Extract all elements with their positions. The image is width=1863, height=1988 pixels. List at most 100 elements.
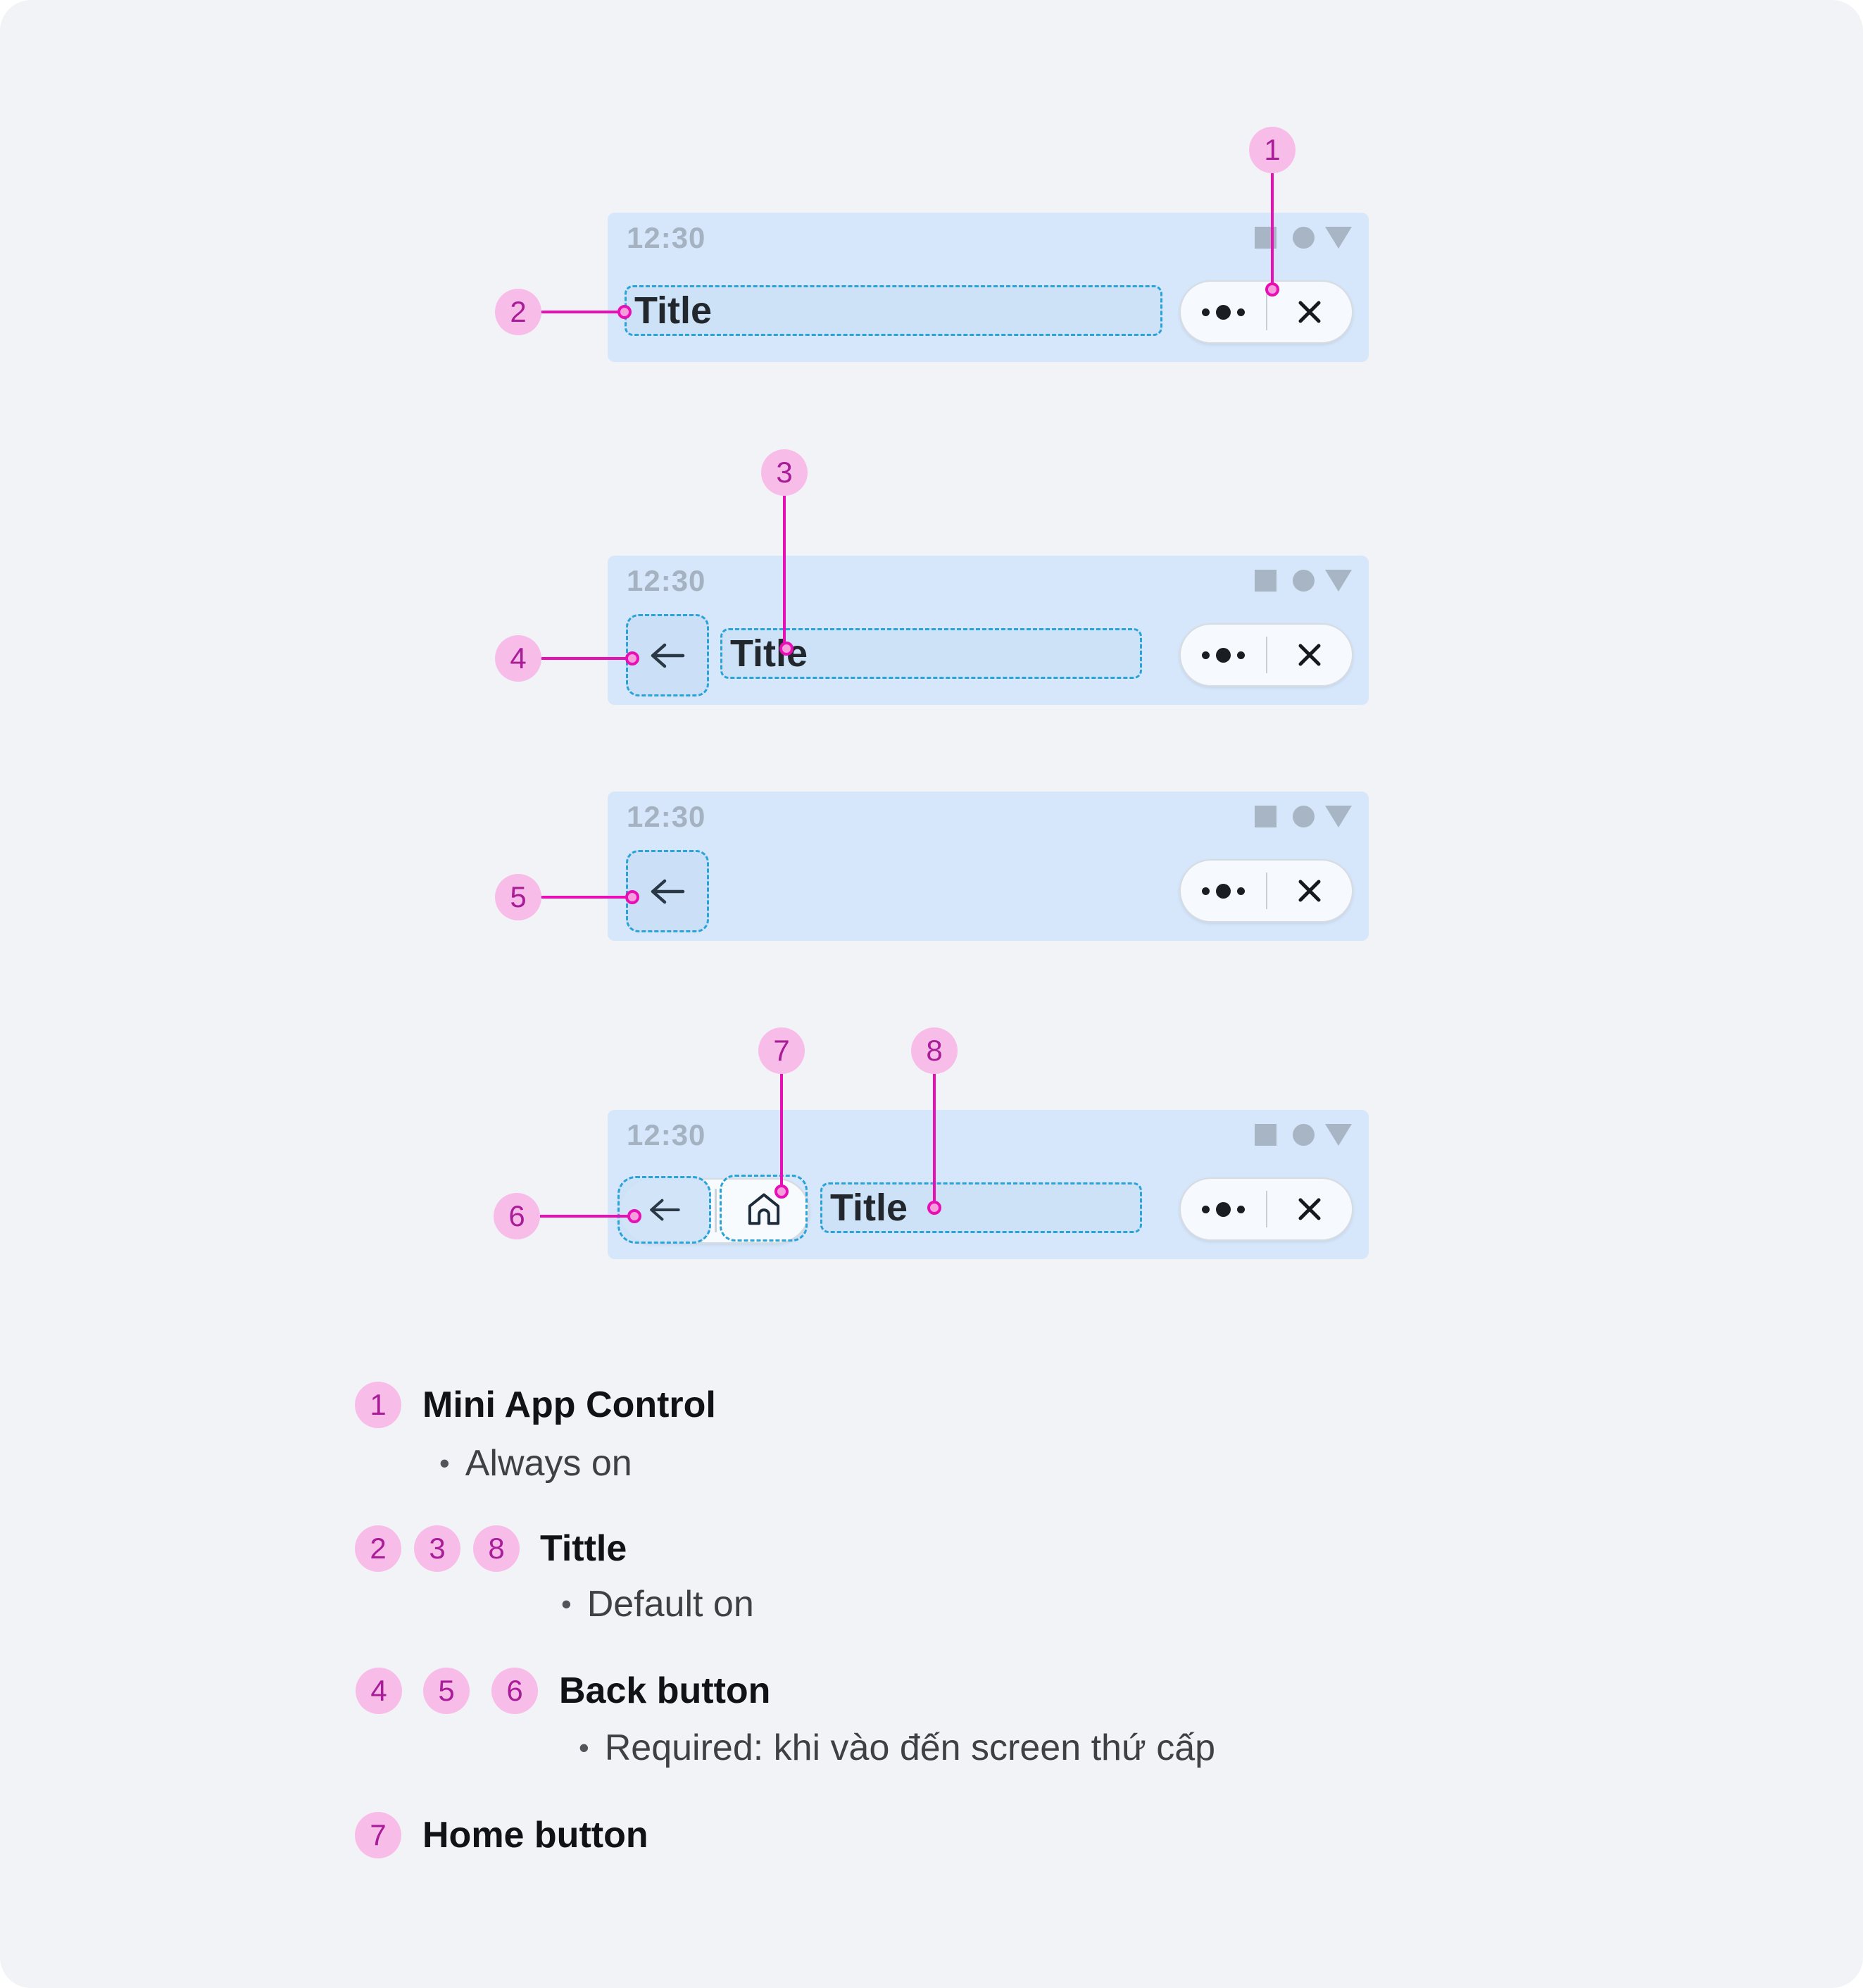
legend-badge-7: 7 (355, 1812, 401, 1858)
more-button[interactable] (1181, 861, 1266, 921)
legend-badge-3: 3 (414, 1525, 460, 1572)
annotation-badge-7: 7 (758, 1027, 805, 1074)
annotation-dot-7 (774, 1184, 789, 1199)
annotation-line-7 (780, 1074, 783, 1187)
status-triangle-icon (1325, 227, 1352, 249)
status-bar-2: 12:30 Title (608, 556, 1369, 705)
status-circle-icon (1293, 1124, 1315, 1146)
legend-badge-4: 4 (356, 1668, 402, 1714)
more-icon (1201, 304, 1245, 320)
status-circle-icon (1293, 227, 1315, 249)
status-square-icon (1255, 1124, 1276, 1146)
miniapp-control-pill (1179, 280, 1353, 344)
more-button[interactable] (1181, 282, 1266, 342)
control-divider (1265, 873, 1267, 909)
legend-note-always-on: • Always on (439, 1440, 632, 1487)
legend-note-text: Required: khi vào đến screen thứ cấp (604, 1727, 1216, 1768)
status-time: 12:30 (627, 800, 706, 833)
close-icon (1298, 880, 1321, 902)
title-text: Title (730, 632, 808, 675)
close-icon (1298, 1198, 1321, 1220)
bullet-icon: • (439, 1446, 450, 1480)
annotation-badge-1: 1 (1249, 127, 1296, 173)
status-square-icon (1255, 570, 1276, 592)
annotation-line-5 (541, 896, 626, 899)
more-button[interactable] (1181, 625, 1266, 685)
title-box: Title (625, 285, 1162, 336)
legend-label-tittle: Tittle (540, 1528, 627, 1569)
bullet-icon: • (561, 1587, 572, 1620)
status-time: 12:30 (627, 1118, 706, 1151)
title-text: Title (634, 289, 713, 332)
back-arrow-icon (649, 1199, 680, 1221)
status-bar-1: 12:30 Title (608, 213, 1369, 362)
title-box: Title (820, 1182, 1142, 1233)
annotation-badge-3: 3 (761, 449, 808, 496)
bullet-icon: • (579, 1731, 589, 1764)
status-circle-icon (1293, 806, 1315, 827)
back-button[interactable] (617, 1176, 711, 1244)
legend-note-required: • Required: khi vào đến screen thứ cấp (579, 1725, 1215, 1771)
status-circle-icon (1293, 570, 1315, 592)
annotation-badge-2: 2 (495, 289, 541, 335)
status-time: 12:30 (627, 564, 706, 597)
legend-badge-5: 5 (423, 1668, 470, 1714)
annotation-badge-8: 8 (911, 1027, 958, 1074)
nav-group-divider (715, 1189, 717, 1232)
close-icon (1298, 301, 1321, 323)
legend-note-default-on: • Default on (561, 1581, 754, 1627)
legend-label-home-button: Home button (422, 1815, 648, 1856)
annotation-line-1 (1271, 173, 1274, 285)
miniapp-control-pill (1179, 623, 1353, 687)
legend-badge-6: 6 (491, 1668, 538, 1714)
more-icon (1201, 1201, 1245, 1217)
miniapp-control-pill (1179, 859, 1353, 923)
status-bar-4: 12:30 Title (608, 1110, 1369, 1259)
annotation-dot-8 (927, 1201, 941, 1215)
title-text: Title (830, 1187, 908, 1229)
status-triangle-icon (1325, 570, 1352, 592)
home-icon (748, 1193, 779, 1225)
status-square-icon (1255, 806, 1276, 827)
annotation-line-6 (540, 1215, 628, 1218)
back-button[interactable] (626, 850, 709, 932)
more-button[interactable] (1181, 1179, 1266, 1239)
control-divider (1265, 1191, 1267, 1227)
annotation-dot-3 (779, 642, 794, 656)
back-arrow-icon (651, 879, 685, 904)
close-button[interactable] (1267, 625, 1353, 685)
legend-badge-2: 2 (355, 1525, 401, 1572)
back-arrow-icon (651, 643, 685, 668)
more-icon (1201, 647, 1245, 663)
annotation-line-2 (541, 311, 619, 313)
status-bar-3: 12:30 (608, 792, 1369, 941)
close-button[interactable] (1267, 282, 1353, 342)
annotation-line-8 (933, 1074, 936, 1201)
legend-note-text: Always on (465, 1443, 632, 1484)
annotation-dot-4 (625, 651, 639, 665)
status-time: 12:30 (627, 221, 706, 254)
close-button[interactable] (1267, 1179, 1353, 1239)
status-triangle-icon (1325, 806, 1352, 827)
close-button[interactable] (1267, 861, 1353, 921)
annotation-dot-5 (625, 890, 639, 904)
back-button[interactable] (626, 614, 709, 696)
close-icon (1298, 644, 1321, 666)
annotation-line-4 (541, 657, 626, 660)
legend-badge-8: 8 (473, 1525, 520, 1572)
annotation-badge-6: 6 (494, 1193, 540, 1239)
more-icon (1201, 883, 1245, 899)
annotation-dot-2 (617, 305, 632, 319)
legend-note-text: Default on (586, 1584, 754, 1625)
annotation-badge-4: 4 (495, 635, 541, 682)
miniapp-control-pill (1179, 1177, 1353, 1241)
legend-label-mini-app-control: Mini App Control (422, 1384, 716, 1425)
control-divider (1265, 294, 1267, 330)
annotation-dot-6 (627, 1209, 641, 1223)
home-button[interactable] (720, 1175, 808, 1242)
annotation-line-3 (783, 496, 786, 642)
legend-badge-1: 1 (355, 1382, 401, 1428)
control-divider (1265, 637, 1267, 673)
status-triangle-icon (1325, 1124, 1352, 1146)
legend-label-back-button: Back button (559, 1670, 771, 1711)
